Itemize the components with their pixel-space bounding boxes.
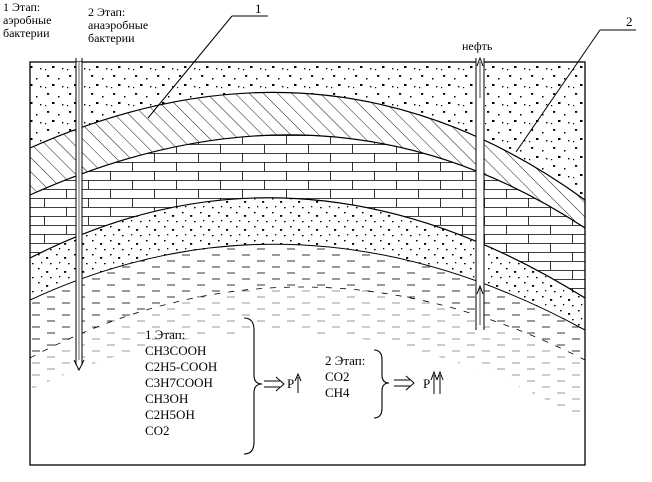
down-arrow-icon — [73, 359, 85, 372]
right-well — [475, 56, 485, 330]
pressure-up-arrow-1 — [294, 372, 302, 393]
up-arrow-icon — [476, 284, 484, 295]
callout-leaders — [147, 15, 636, 153]
pressure-up-arrow-2 — [430, 370, 444, 394]
product-item: CH4 — [325, 385, 350, 400]
oil-label: нефть — [462, 39, 493, 53]
top-sand-layer — [30, 62, 585, 200]
stage1-title: 1 Этап: — [145, 327, 186, 342]
stage1-products: 1 Этап: CH3COOH C2H5-COOH C3H7COOH CH3OH… — [145, 327, 217, 439]
lower-sand-layer — [30, 197, 585, 330]
up-arrow-icon — [476, 56, 484, 67]
product-item: CH3COOH — [145, 343, 207, 358]
product-item: C2H5OH — [145, 407, 195, 422]
stage2-pressure-label: P — [423, 376, 431, 391]
hatched-seal-layer — [30, 92, 585, 229]
rock-layers — [30, 62, 585, 465]
left-well — [73, 58, 85, 372]
stage1-top-label: 1 Этап: аэробные бактерии — [3, 0, 52, 40]
brace-1 — [243, 317, 263, 455]
product-item: CO2 — [145, 423, 170, 438]
clay-layer — [30, 244, 585, 360]
callout-2-label: 2 — [626, 14, 633, 29]
callout-1-label: 1 — [255, 1, 262, 16]
implies-arrow-2 — [394, 375, 415, 391]
stage1-pressure-label: P — [287, 376, 295, 391]
brick-limestone-layer — [30, 134, 585, 298]
implies-arrow-1 — [264, 376, 285, 392]
product-item: C2H5-COOH — [145, 359, 218, 374]
brace-2 — [373, 349, 390, 419]
stage2-top-label: 2 Этап: анаэробные бактерии — [88, 5, 149, 45]
stage2-title: 2 Этап: — [325, 353, 366, 368]
section-frame — [29, 61, 586, 466]
bottom-blank — [30, 331, 585, 465]
product-item: C3H7COOH — [145, 375, 213, 390]
product-item: CO2 — [325, 369, 350, 384]
stage2-products: 2 Этап: CO2 CH4 — [325, 353, 365, 401]
product-item: CH3OH — [145, 391, 189, 406]
